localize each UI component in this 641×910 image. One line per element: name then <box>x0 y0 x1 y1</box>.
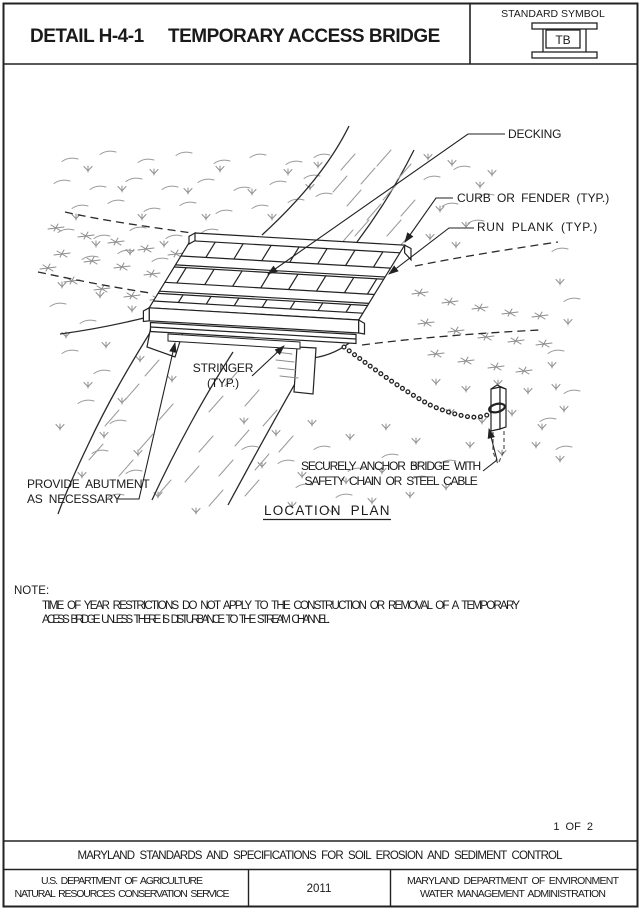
footer-left-cell: U.S. DEPARTMENT OF AGRICULTURE NATURAL R… <box>15 875 230 900</box>
anchor-label-line1: SECURELY ANCHOR BRIDGE WITH <box>301 459 481 473</box>
bridge <box>142 231 412 345</box>
far-curb <box>188 231 412 262</box>
footer-right-line1: MARYLAND DEPARTMENT OF ENVIRONMENT <box>407 875 620 887</box>
stringer-label-line2: (TYP.) <box>207 376 239 390</box>
detail-number: DETAIL H-4-1 <box>30 26 145 47</box>
bank-top-dashed-lines <box>37 211 559 346</box>
decking-label: DECKING <box>508 127 561 141</box>
abutment-label-line1: PROVIDE ABUTMENT <box>27 477 150 491</box>
run-plank-leader <box>388 227 474 275</box>
run-planks <box>159 264 386 304</box>
footer-left-line1: U.S. DEPARTMENT OF AGRICULTURE <box>41 875 203 887</box>
deck-plank-joints <box>176 241 384 313</box>
standard-symbol-label: STANDARD SYMBOL <box>501 8 605 20</box>
safety-chain <box>341 344 499 420</box>
near-curb <box>142 306 366 335</box>
anchor-stake <box>488 384 507 465</box>
footer-year: 2011 <box>307 883 332 895</box>
footer-band-title: MARYLAND STANDARDS AND SPECIFICATIONS FO… <box>78 850 564 862</box>
symbol-text: TB <box>555 33 570 47</box>
stringer-leader <box>251 345 285 377</box>
abutment-leader <box>118 341 177 500</box>
note-section: NOTE: TIME OF YEAR RESTRICTIONS DO NOT A… <box>14 585 520 626</box>
anchor-label-line2: SAFETY CHAIN OR STEEL CABLE <box>305 474 478 488</box>
run-plank-label: RUN PLANK (TYP.) <box>477 220 597 234</box>
location-plan-drawing: DECKING CURB OR FENDER (TYP.) RUN PLANK … <box>27 125 609 521</box>
deck-front-edge <box>149 321 357 345</box>
curb-label: CURB OR FENDER (TYP.) <box>457 191 609 205</box>
deck-planks <box>148 232 406 321</box>
note-line-1: TIME OF YEAR RESTRICTIONS DO NOT APPLY T… <box>42 600 520 612</box>
footer-right-line2: WATER MANAGEMENT ADMINISTRATION <box>420 888 606 900</box>
footer: MARYLAND STANDARDS AND SPECIFICATIONS FO… <box>15 850 620 900</box>
note-line-2: ACESS BRIDGE UNLESS THERE IS DISTURBANCE… <box>42 614 330 626</box>
page-indicator: 1 OF 2 <box>553 821 593 833</box>
footer-right-cell: MARYLAND DEPARTMENT OF ENVIRONMENT WATER… <box>407 875 620 900</box>
tb-symbol-icon: TB <box>531 22 598 59</box>
title-block: DETAIL H-4-1 TEMPORARY ACCESS BRIDGE <box>30 26 440 47</box>
footer-left-line2: NATURAL RESOURCES CONSERVATION SERVICE <box>15 888 230 900</box>
curb-leader <box>404 197 453 243</box>
location-plan-caption: LOCATION PLAN <box>264 503 390 518</box>
stringer-label-line1: STRINGER <box>193 361 254 375</box>
anchor-leader <box>482 427 498 472</box>
abutment-label-line2: AS NECESSARY <box>27 492 121 506</box>
page-title: TEMPORARY ACCESS BRIDGE <box>168 26 440 47</box>
callout-leaders <box>118 133 505 500</box>
callout-labels: DECKING CURB OR FENDER (TYP.) RUN PLANK … <box>27 127 609 521</box>
note-heading: NOTE: <box>14 585 49 597</box>
standard-symbol: STANDARD SYMBOL TB <box>501 8 605 59</box>
buried-stake-dashed <box>492 431 505 465</box>
decking-leader <box>267 133 505 275</box>
